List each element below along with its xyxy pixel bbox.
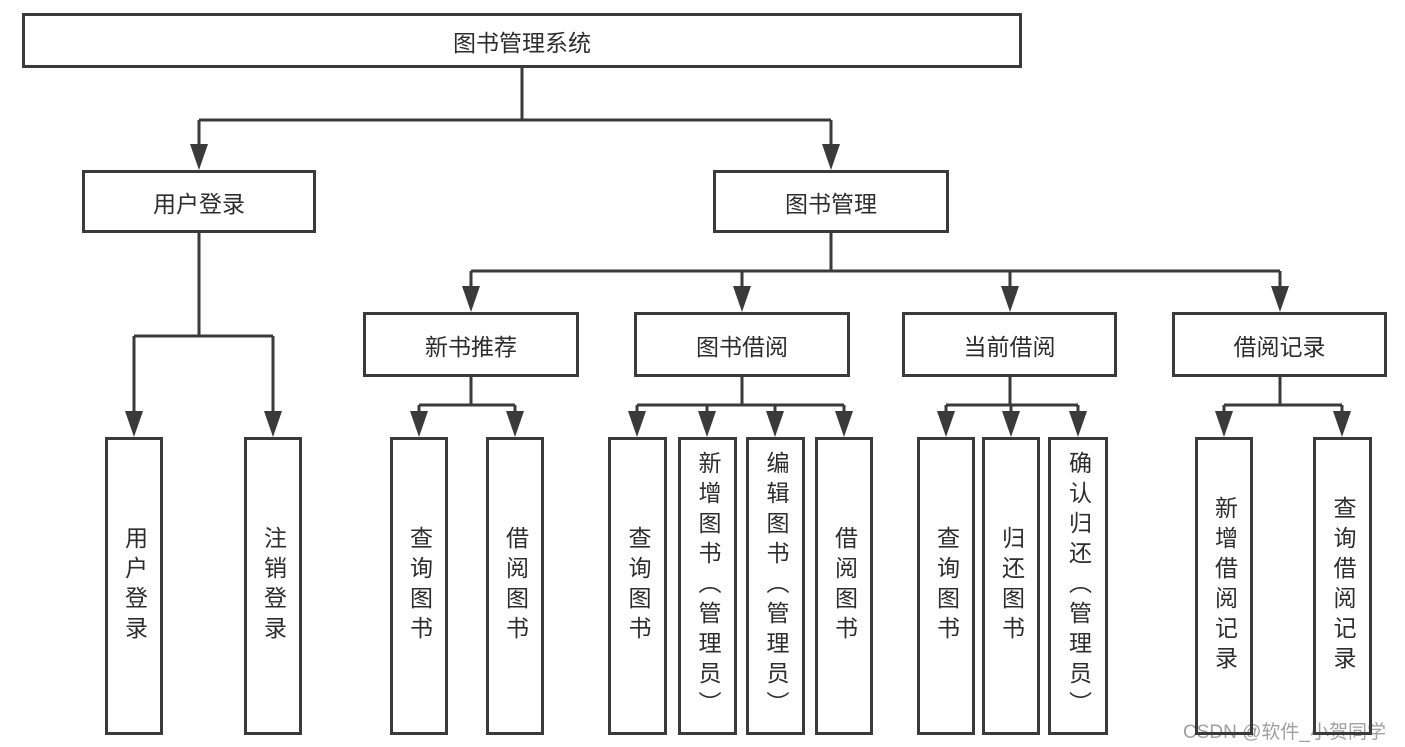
arrow-icon xyxy=(733,286,751,312)
arrow-icon xyxy=(766,411,784,437)
leaf-query-borrow-record: 查询借阅记录 xyxy=(1313,437,1372,735)
arrow-icon xyxy=(1001,286,1019,312)
leaf-label: 查询图书 xyxy=(625,526,651,646)
node-new-book-recommend: 新书推荐 xyxy=(363,312,579,377)
arrow-icon xyxy=(410,411,428,437)
edge-new-book-to-leaves xyxy=(417,377,517,415)
leaf-add-borrow-record: 新增借阅记录 xyxy=(1195,437,1253,735)
arrow-icon xyxy=(1333,411,1351,437)
leaf-borrow-books-2: 借阅图书 xyxy=(815,437,873,735)
leaf-logout: 注销登录 xyxy=(244,437,302,735)
leaf-query-books: 查询图书 xyxy=(390,437,448,735)
leaf-label: 查询图书 xyxy=(406,526,433,646)
edge-borrow-records-to-leaves xyxy=(1222,377,1344,415)
node-book-borrowing: 图书借阅 xyxy=(634,312,850,377)
arrow-icon xyxy=(628,411,646,437)
leaf-label: 查询借阅记录 xyxy=(1330,496,1356,676)
csdn-watermark: CSDN @软件_小贺同学 xyxy=(1183,722,1386,743)
edge-book-borrow-to-leaves xyxy=(635,377,846,415)
leaf-label: 编辑图书（管理员） xyxy=(763,451,789,721)
arrow-icon xyxy=(462,286,480,312)
arrow-icon xyxy=(1215,411,1233,437)
arrow-icon xyxy=(1271,286,1289,312)
edge-book-management-to-level2 xyxy=(469,233,1282,290)
leaf-borrow-books: 借阅图书 xyxy=(486,437,544,735)
leaf-label: 借阅图书 xyxy=(831,526,858,646)
leaf-label: 借阅图书 xyxy=(502,526,529,646)
leaf-return-books: 归还图书 xyxy=(982,437,1040,735)
leaf-add-books-admin: 新增图书（管理员） xyxy=(678,437,737,735)
edge-root-to-level1 xyxy=(197,68,833,148)
leaf-label: 新增借阅记录 xyxy=(1211,496,1238,676)
leaf-label: 用户登录 xyxy=(121,526,148,646)
arrow-icon xyxy=(125,411,143,437)
leaf-label: 归还图书 xyxy=(998,526,1025,646)
arrow-icon xyxy=(835,411,853,437)
leaf-query-books-3: 查询图书 xyxy=(917,437,975,735)
leaf-user-login: 用户登录 xyxy=(105,437,163,735)
edge-user-login-to-leaves xyxy=(132,233,275,415)
edge-current-borrow-to-leaves xyxy=(944,377,1080,415)
node-library-system-root: 图书管理系统 xyxy=(22,13,1022,68)
leaf-label: 新增图书（管理员） xyxy=(695,451,721,721)
leaf-confirm-return-admin: 确认归还（管理员） xyxy=(1048,437,1108,735)
arrow-icon xyxy=(264,411,282,437)
leaf-label: 注销登录 xyxy=(260,526,287,646)
tree-edges xyxy=(132,68,1344,415)
arrow-icon xyxy=(698,411,716,437)
leaf-label: 确认归还（管理员） xyxy=(1065,451,1092,721)
arrow-icon xyxy=(190,144,208,170)
leaf-edit-books-admin: 编辑图书（管理员） xyxy=(746,437,805,735)
node-borrowing-records: 借阅记录 xyxy=(1172,312,1387,377)
arrow-icon xyxy=(506,411,524,437)
arrow-icon xyxy=(1002,411,1020,437)
arrowheads xyxy=(125,144,1351,437)
arrow-icon xyxy=(1069,411,1087,437)
node-book-management: 图书管理 xyxy=(713,170,949,233)
arrow-icon xyxy=(937,411,955,437)
leaf-label: 查询图书 xyxy=(933,526,960,646)
leaf-query-books-2: 查询图书 xyxy=(608,437,667,735)
arrow-icon xyxy=(822,144,840,170)
node-current-borrowing: 当前借阅 xyxy=(902,312,1117,377)
node-user-login: 用户登录 xyxy=(82,170,316,233)
